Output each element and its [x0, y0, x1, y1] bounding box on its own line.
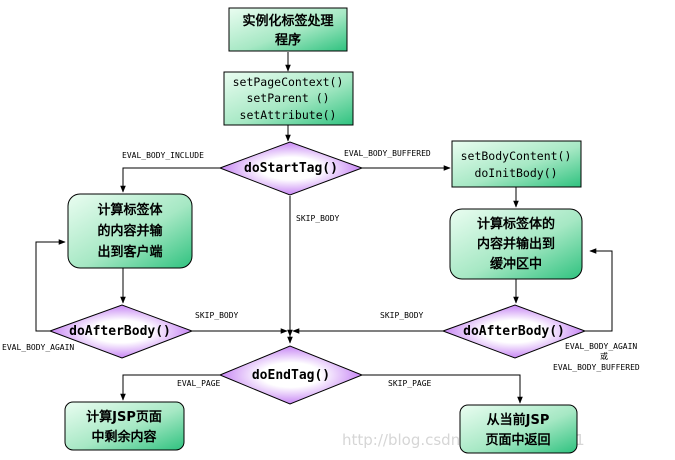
- node-return-page: 从当前JSP 页面中返回: [459, 404, 578, 454]
- edge-dostarttag-eval-include: [120, 167, 220, 193]
- label-eval-body-buffered-top: EVAL_BODY_BUFFERED: [344, 149, 431, 158]
- node-instantiate-line1: 实例化标签处理: [242, 13, 333, 29]
- label-or: 或: [600, 351, 608, 361]
- label-eval-page: EVAL_PAGE: [177, 379, 221, 388]
- edge-labels: EVAL_BODY_INCLUDE EVAL_BODY_BUFFERED SKI…: [2, 149, 640, 388]
- node-eval-page: 计算JSP页面 中剩余内容: [64, 401, 185, 451]
- decision-do-start-tag: doStartTag(): [218, 141, 364, 196]
- node-eval-page-line2: 中剩余内容: [91, 429, 156, 445]
- label-eval-body-include: EVAL_BODY_INCLUDE: [122, 151, 204, 160]
- label-skip-body-left: SKIP_BODY: [195, 311, 239, 320]
- decision-do-after-body-left-label: doAfterBody(): [69, 324, 171, 339]
- node-eval-body-client-line1: 计算标签体: [97, 202, 163, 218]
- node-body-content-line1: setBodyContent(): [461, 149, 572, 163]
- node-eval-body-client-line3: 出到客户端: [97, 244, 162, 260]
- decision-do-after-body-left: doAfterBody(): [48, 304, 194, 359]
- edge-afterbody-right-again: [585, 248, 613, 332]
- label-eval-body-again-right: EVAL_BODY_AGAIN: [565, 342, 637, 351]
- node-eval-body-buffer-line1: 计算标签体的: [477, 216, 555, 232]
- node-eval-body-buffer-line2: 内容并输出到: [477, 236, 555, 252]
- node-instantiate: 实例化标签处理 程序: [228, 7, 348, 52]
- label-eval-body-again-left: EVAL_BODY_AGAIN: [2, 343, 74, 352]
- label-eval-body-buffered-bottom: EVAL_BODY_BUFFERED: [553, 363, 640, 372]
- decision-do-end-tag: doEndTag(): [218, 345, 364, 405]
- label-skip-page: SKIP_PAGE: [388, 379, 432, 388]
- label-skip-body-right: SKIP_BODY: [380, 311, 424, 320]
- node-setters: setPageContext() setParent () setAttribu…: [223, 71, 354, 126]
- decision-do-start-tag-label: doStartTag(): [244, 161, 338, 176]
- node-setters-line2: setParent (): [246, 91, 329, 105]
- node-return-page-line2: 页面中返回: [485, 432, 550, 448]
- node-eval-body-client: 计算标签体 的内容并输 出到客户端: [67, 193, 193, 269]
- node-body-content-line2: doInitBody(): [474, 166, 557, 180]
- node-return-page-line1: 从当前JSP: [487, 412, 550, 428]
- node-instantiate-line2: 程序: [275, 32, 301, 48]
- node-setters-line1: setPageContext(): [233, 75, 344, 89]
- node-body-content: setBodyContent() doInitBody(): [451, 140, 582, 188]
- label-skip-body-center: SKIP_BODY: [296, 214, 340, 223]
- node-eval-body-buffer-line3: 缓冲区中: [490, 256, 542, 272]
- edge-afterbody-left-again: [35, 239, 66, 332]
- decision-do-after-body-right-label: doAfterBody(): [463, 324, 565, 339]
- node-eval-page-line1: 计算JSP页面: [86, 409, 162, 425]
- node-setters-line3: setAttribute(): [240, 108, 337, 122]
- node-eval-body-buffer: 计算标签体的 内容并输出到 缓冲区中: [449, 208, 583, 280]
- decision-do-end-tag-label: doEndTag(): [252, 368, 330, 383]
- edge-doendtag-skip-page: [362, 374, 523, 404]
- edges: [35, 52, 613, 404]
- decision-do-after-body-right: doAfterBody(): [441, 304, 587, 359]
- node-eval-body-client-line2: 的内容并输: [97, 223, 163, 239]
- edge-doendtag-eval-page: [120, 374, 220, 401]
